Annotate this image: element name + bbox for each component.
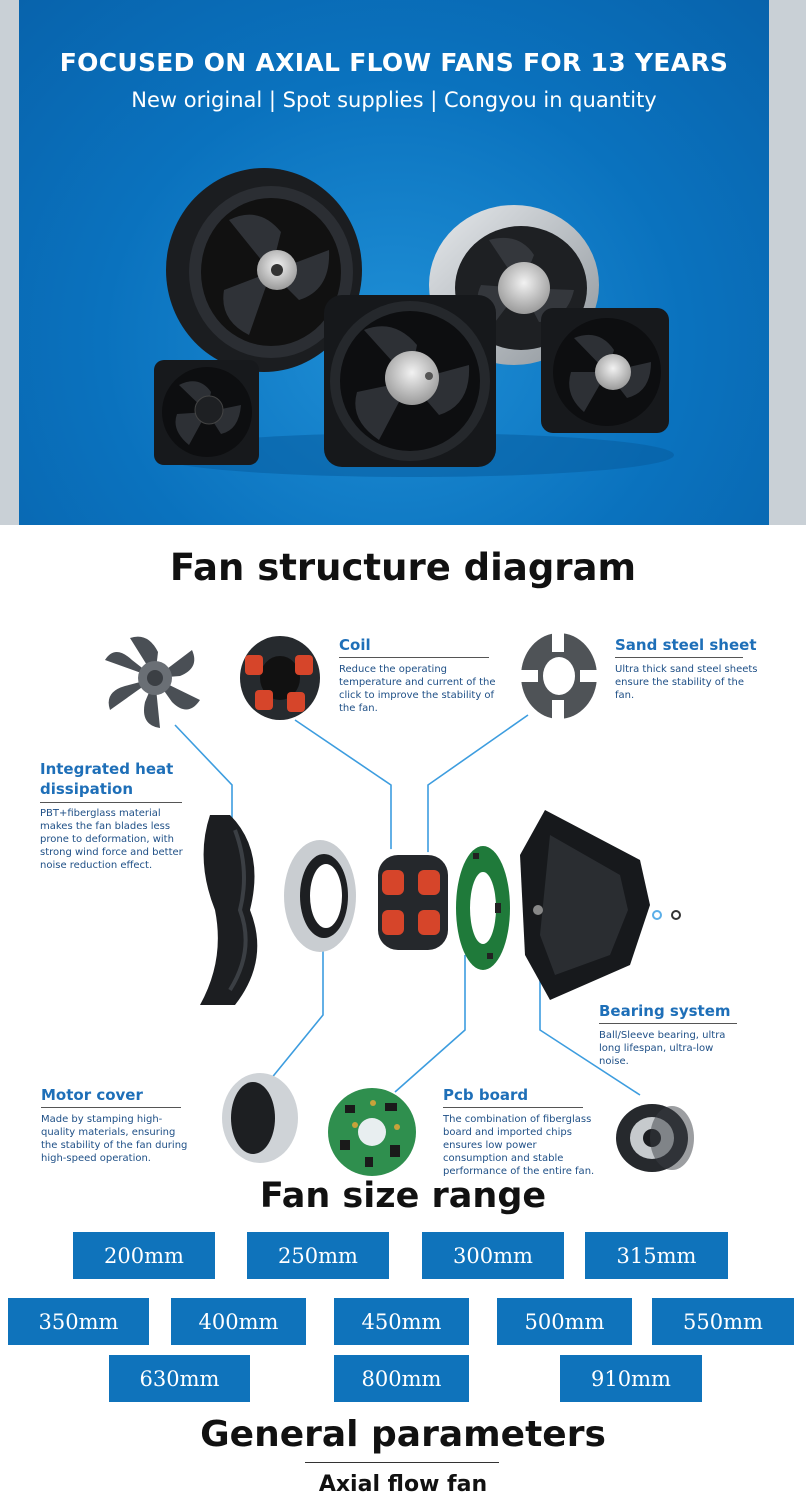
- fan-blades-icon: [200, 815, 258, 1005]
- size-250mm: 250mm: [247, 1232, 389, 1279]
- callout-sand-steel-desc: Ultra thick sand steel sheets ensure the…: [615, 664, 758, 701]
- general-parameters-title: General parameters: [200, 1414, 606, 1455]
- callout-motor-cover-underline: [41, 1107, 181, 1108]
- callout-pcb-underline: [443, 1107, 583, 1108]
- callout-bearing-title: Bearing system: [599, 1002, 731, 1020]
- callout-sand-steel-title: Sand steel sheet: [615, 636, 757, 654]
- callout-pcb-title: Pcb board: [443, 1086, 529, 1104]
- callout-sand-steel-underline: [615, 657, 743, 658]
- size-range-title: Fan size range: [259, 1176, 547, 1216]
- center-square-fan: [324, 295, 496, 467]
- size-450mm: 450mm: [334, 1298, 469, 1345]
- coil-stator-icon: [378, 855, 448, 950]
- fan-product-image: [154, 168, 674, 477]
- callout-heat-underline: [40, 802, 182, 803]
- size-300mm: 300mm: [422, 1232, 564, 1279]
- size-350mm: 350mm: [8, 1298, 149, 1345]
- banner-background: FOCUSED ON AXIAL FLOW FANS FOR 13 YEARS …: [0, 0, 806, 525]
- structure-diagram: Coil Reduce the operating temperature an…: [0, 600, 806, 1180]
- size-550mm: 550mm: [652, 1298, 794, 1345]
- impeller-icon: [105, 636, 200, 728]
- bearing-icon: [616, 1104, 694, 1172]
- size-910mm: 910mm: [560, 1355, 702, 1402]
- callout-motor-cover-desc: Made by stamping high-quality materials,…: [41, 1114, 188, 1164]
- large-round-fan: [166, 168, 362, 372]
- callout-coil-underline: [339, 657, 489, 658]
- stator-sheet-icon: [520, 632, 598, 720]
- callout-bearing-underline: [599, 1023, 737, 1024]
- size-500mm: 500mm: [497, 1298, 632, 1345]
- coil-icon: [240, 636, 320, 720]
- callout-coil-desc: Reduce the operating temperature and cur…: [339, 664, 496, 714]
- fan-housing-icon: [520, 810, 650, 1000]
- banner-title: FOCUSED ON AXIAL FLOW FANS FOR 13 YEARS: [59, 48, 729, 77]
- pcb-board-icon: [328, 1088, 416, 1176]
- callout-motor-cover-title: Motor cover: [41, 1086, 143, 1104]
- pcb-ring-icon: [456, 846, 510, 970]
- size-400mm: 400mm: [171, 1298, 306, 1345]
- banner: FOCUSED ON AXIAL FLOW FANS FOR 13 YEARS …: [19, 0, 769, 525]
- size-800mm: 800mm: [334, 1355, 469, 1402]
- callout-bearing-desc: Ball/Sleeve bearing, ultra long lifespan…: [599, 1030, 726, 1067]
- small-square-fan-right: [541, 308, 669, 433]
- banner-subtitle: New original | Spot supplies | Congyou i…: [131, 88, 657, 112]
- retaining-clip-icon: [652, 910, 681, 920]
- size-630mm: 630mm: [109, 1355, 250, 1402]
- callout-heat-desc: PBT+fiberglass material makes the fan bl…: [40, 808, 183, 871]
- axial-flow-fan-subtitle: Axial flow fan: [318, 1472, 488, 1497]
- size-315mm: 315mm: [585, 1232, 728, 1279]
- small-square-fan-left: [154, 360, 259, 465]
- structure-title: Fan structure diagram: [169, 546, 637, 589]
- size-200mm: 200mm: [73, 1232, 215, 1279]
- motor-cover-icon: [222, 1073, 298, 1163]
- callout-pcb-desc: The combination of fiberglass board and …: [443, 1114, 595, 1177]
- general-parameters-divider: [305, 1462, 499, 1463]
- callout-coil-title: Coil: [339, 636, 371, 654]
- motor-cover-ring-icon: [284, 840, 356, 952]
- callout-heat-title: Integrated heat dissipation: [40, 760, 174, 798]
